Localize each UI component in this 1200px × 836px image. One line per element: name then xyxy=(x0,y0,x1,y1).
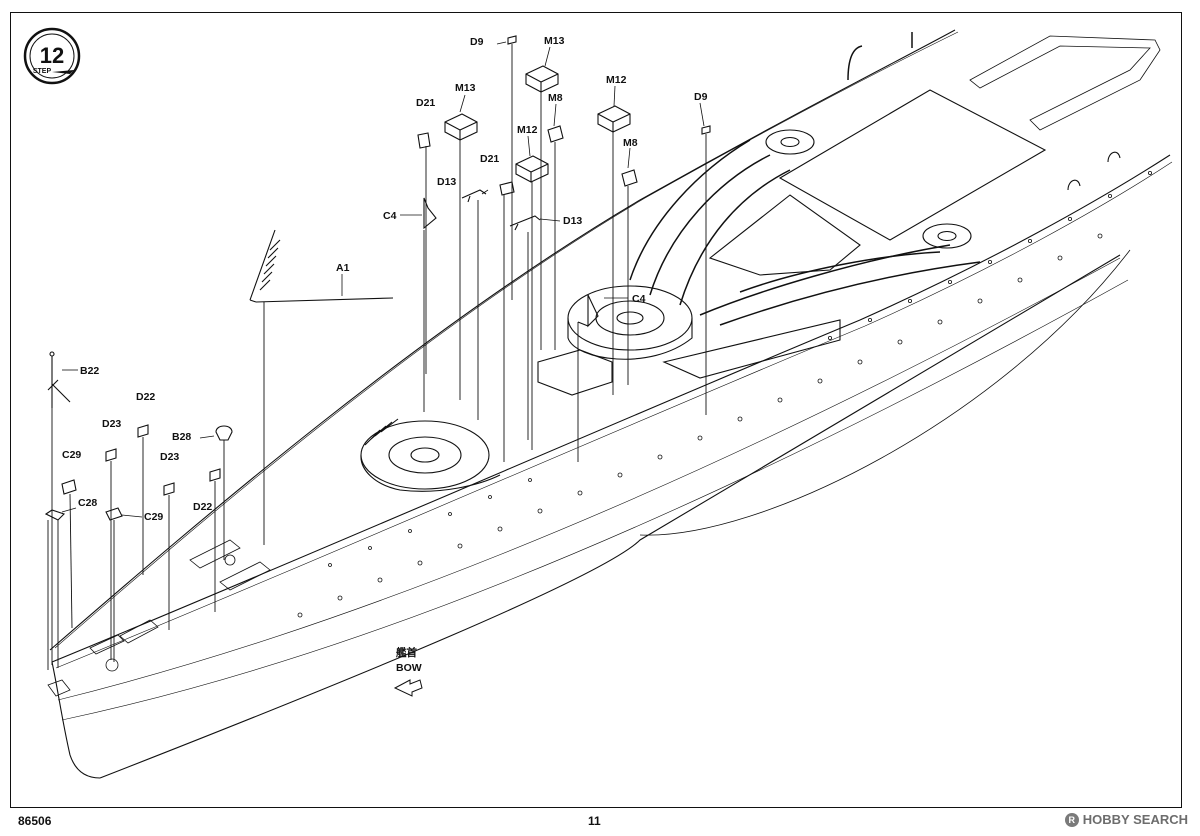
davit-1 xyxy=(1067,179,1081,191)
deck-edge-starboard xyxy=(51,154,1171,663)
part-c4-crane-a xyxy=(423,197,437,230)
post-1 xyxy=(847,45,863,81)
page-border xyxy=(10,12,1182,808)
part-m12-a xyxy=(515,155,549,183)
step-number: 12 xyxy=(40,43,64,68)
part-label: D9 xyxy=(694,91,708,103)
foredeck-fittings xyxy=(47,539,271,697)
deck-edge-starboard-inner xyxy=(55,161,1173,669)
second-turret-ring xyxy=(567,285,693,360)
part-label: C29 xyxy=(62,449,81,461)
part-label: D22 xyxy=(193,501,212,513)
part-label: D23 xyxy=(102,418,121,430)
part-b28 xyxy=(215,425,233,441)
hull-line-2 xyxy=(61,279,1129,721)
deck-ring-1 xyxy=(765,129,815,155)
product-code: 86506 xyxy=(18,814,52,828)
ship-silhouette-icon xyxy=(52,70,74,74)
part-d23-b xyxy=(163,482,175,496)
bow-label-english: BOW xyxy=(396,662,422,674)
part-label: A1 xyxy=(336,262,350,274)
part-label: C4 xyxy=(383,210,397,222)
part-d23-a xyxy=(105,448,117,462)
part-label: B28 xyxy=(172,431,191,443)
part-d21-a xyxy=(417,132,431,149)
registered-mark-icon: R xyxy=(1064,812,1079,827)
part-label: M12 xyxy=(606,74,627,86)
watermark-text: HOBBY SEARCH xyxy=(1082,812,1188,827)
part-label: C29 xyxy=(144,511,163,523)
deck-outline-aft xyxy=(969,35,1161,131)
part-label: D13 xyxy=(563,215,582,227)
leader-lines xyxy=(47,44,707,670)
portholes xyxy=(297,170,1153,618)
step-badge: 12 STEP xyxy=(23,27,81,85)
part-b22-jackstaff xyxy=(47,351,71,408)
part-label: C4 xyxy=(632,293,646,305)
part-m13-b xyxy=(525,65,559,93)
bow-arrow-icon xyxy=(393,679,423,697)
barbette-box xyxy=(537,349,613,396)
part-d21-b xyxy=(499,181,515,196)
deck-edge-port xyxy=(49,29,956,651)
part-c28 xyxy=(44,509,66,521)
step-label: STEP xyxy=(33,68,52,75)
part-label: D23 xyxy=(160,451,179,463)
part-d9-b xyxy=(701,125,711,135)
part-d13-b xyxy=(509,215,541,231)
part-label: D21 xyxy=(416,97,435,109)
watermark: R HOBBY SEARCH xyxy=(1064,812,1188,827)
davit-2 xyxy=(1107,151,1121,163)
part-label: B22 xyxy=(80,365,99,377)
part-label: D21 xyxy=(480,153,499,165)
part-label: C28 xyxy=(78,497,97,509)
deck-rails xyxy=(629,139,981,326)
label-pointers xyxy=(61,41,705,518)
deck-ring-2 xyxy=(922,223,972,249)
part-label: M8 xyxy=(548,92,563,104)
deck-edge-port-inner xyxy=(54,31,959,649)
deck-well-2 xyxy=(708,194,861,276)
forward-turret-ring xyxy=(360,418,501,492)
part-label: M8 xyxy=(623,137,638,149)
part-label: D22 xyxy=(136,391,155,403)
part-label: D9 xyxy=(470,36,484,48)
page-number: 11 xyxy=(588,814,601,828)
part-d22-b xyxy=(209,468,221,482)
part-m13-a xyxy=(444,113,478,141)
part-label: M13 xyxy=(544,35,565,47)
hull-line-1 xyxy=(57,257,1121,701)
part-label: M12 xyxy=(517,124,538,136)
part-m8-a xyxy=(547,125,564,143)
bow-label-japanese: 艦首 xyxy=(396,646,417,659)
bilge-keel xyxy=(639,249,1131,536)
bow-stem xyxy=(51,661,101,779)
part-label: D13 xyxy=(437,176,456,188)
hull-bottom xyxy=(99,254,1121,779)
part-d9-a xyxy=(507,35,517,45)
part-c4-crane-b xyxy=(577,294,599,328)
part-label: M13 xyxy=(455,82,476,94)
part-m8-b xyxy=(621,169,638,187)
deck-house xyxy=(662,319,841,379)
part-c29-b xyxy=(105,507,123,521)
part-d13-a xyxy=(461,189,487,203)
part-m12-b xyxy=(597,105,631,133)
part-d22-a xyxy=(137,424,149,438)
deck-well-1 xyxy=(778,89,1047,241)
part-c29-a xyxy=(61,479,77,495)
part-a1-breakwater xyxy=(249,229,394,303)
